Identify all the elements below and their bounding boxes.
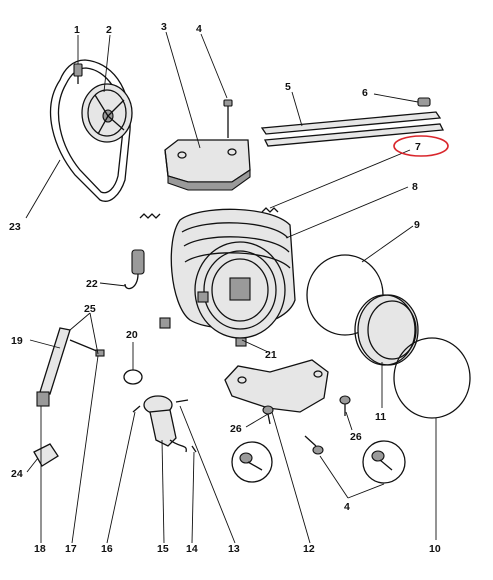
counterweight-bolt — [223, 99, 233, 138]
upper-counterweight — [164, 139, 251, 191]
callout-26-right: 26 — [350, 431, 362, 443]
leader-lines — [25, 31, 437, 544]
callout-19: 19 — [11, 335, 23, 347]
callout-10: 10 — [429, 543, 441, 555]
callout-7-highlight — [393, 135, 449, 157]
callout-4-bottom: 4 — [344, 501, 350, 513]
callout-14: 14 — [186, 543, 198, 555]
callout-4-top: 4 — [196, 23, 202, 35]
callout-8: 8 — [412, 181, 418, 193]
tub-hose — [124, 249, 145, 290]
drive-belt — [49, 59, 131, 202]
pulley — [81, 83, 133, 143]
shock-absorber — [36, 327, 105, 407]
callout-15: 15 — [157, 543, 169, 555]
callout-20: 20 — [126, 329, 138, 341]
callout-24: 24 — [11, 468, 23, 480]
callout-11: 11 — [375, 411, 386, 423]
counterweight-bolts — [262, 395, 351, 455]
callout-25: 25 — [84, 303, 96, 315]
door-bellows — [354, 294, 419, 366]
outer-clamp-ring — [393, 337, 471, 419]
callout-7: 7 — [415, 141, 421, 153]
bolt-detail-circles — [231, 440, 406, 484]
callout-12: 12 — [303, 543, 315, 555]
callout-22: 22 — [86, 278, 98, 290]
callout-21: 21 — [265, 349, 277, 361]
drum-bracket — [235, 337, 247, 347]
outer-tub — [170, 208, 296, 339]
callout-23: 23 — [9, 221, 21, 233]
callout-17: 17 — [65, 543, 77, 555]
tub-springs — [139, 207, 279, 219]
callout-3: 3 — [161, 21, 167, 33]
callout-2: 2 — [106, 24, 112, 36]
drain-pump-assembly — [132, 395, 197, 453]
callout-9: 9 — [414, 219, 420, 231]
callout-5: 5 — [285, 81, 291, 93]
lower-counterweight — [224, 359, 329, 413]
hose-clip — [123, 369, 143, 385]
pulley-bolt — [73, 63, 83, 84]
foot-clip — [33, 443, 59, 467]
callout-1: 1 — [74, 24, 80, 36]
callout-labels: 1 2 3 4 5 6 7 8 9 10 11 12 13 14 15 16 1… — [9, 21, 441, 555]
callout-18: 18 — [34, 543, 46, 555]
callout-26-left: 26 — [230, 423, 242, 435]
rail-cap — [417, 97, 431, 107]
callout-6: 6 — [362, 87, 368, 99]
top-rail — [260, 111, 445, 147]
callout-13: 13 — [228, 543, 240, 555]
callout-16: 16 — [101, 543, 113, 555]
